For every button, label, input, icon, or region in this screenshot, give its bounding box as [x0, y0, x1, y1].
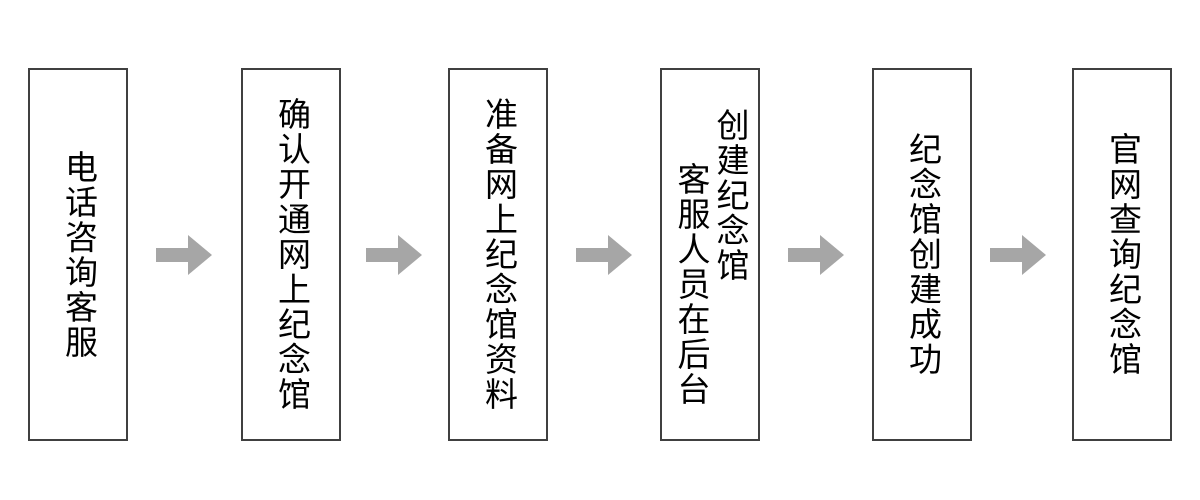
arrow-right-icon: [576, 232, 632, 278]
flow-node-5[interactable]: 纪念馆创建成功: [872, 68, 972, 441]
flow-node-4[interactable]: 创建纪念馆 客服人员在后台: [660, 68, 760, 441]
arrow-right-icon: [788, 232, 844, 278]
flow-node-1-text: 电话咨询客服: [59, 149, 99, 360]
flow-node-5-text: 纪念馆创建成功: [903, 132, 943, 377]
flow-node-3[interactable]: 准备网上纪念馆资料: [448, 68, 548, 441]
flow-node-4-text-column-1: 客服人员在后台: [672, 162, 711, 407]
arrow-right-icon: [990, 232, 1046, 278]
arrow-right-icon: [366, 232, 422, 278]
flow-node-4-text-column-2: 创建纪念馆: [710, 108, 750, 283]
flow-node-2-text: 确认开通网上纪念馆: [272, 97, 312, 412]
arrow-right-icon: [156, 232, 212, 278]
flow-node-6-text: 官网查询纪念馆: [1103, 132, 1143, 377]
flow-node-6[interactable]: 官网查询纪念馆: [1072, 68, 1172, 441]
flow-node-3-text: 准备网上纪念馆资料: [479, 97, 519, 412]
flow-node-1[interactable]: 电话咨询客服: [28, 68, 128, 441]
flow-node-2[interactable]: 确认开通网上纪念馆: [241, 68, 341, 441]
